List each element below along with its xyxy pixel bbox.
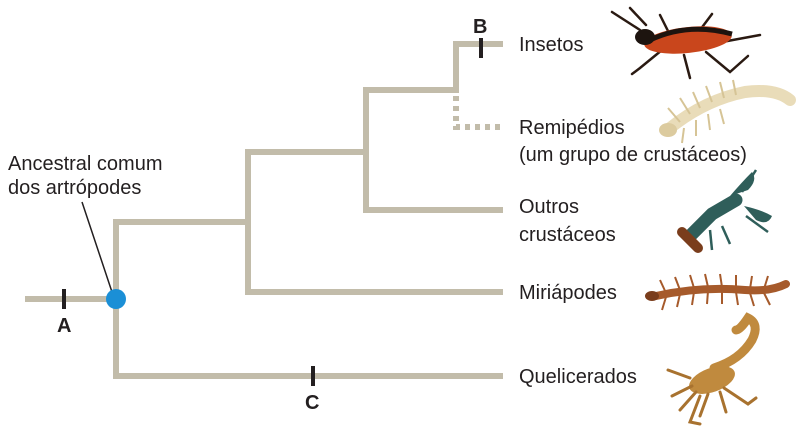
taxon-outros-line2: crustáceos: [519, 224, 616, 246]
ancestor-label-line2: dos artrópodes: [8, 177, 141, 199]
insect-icon: [610, 6, 762, 80]
taxon-remipedios-subtitle: (um grupo de crustáceos): [519, 144, 747, 166]
taxon-outros: Outros: [519, 196, 579, 218]
lobster-icon: [677, 169, 772, 253]
ancestor-label-line1: Ancestral comum: [8, 153, 163, 175]
marker-a: A: [57, 315, 71, 337]
taxon-quelicerados: Quelicerados: [519, 366, 637, 388]
taxon-miriapodes: Miriápodes: [519, 282, 617, 304]
taxon-remipedios: Remipédios: [519, 117, 625, 139]
ancestor-node: [106, 289, 126, 309]
tree-branches: [25, 41, 505, 379]
remipede-branch: [453, 96, 505, 130]
marker-b: B: [473, 16, 487, 38]
marker-c: C: [305, 392, 319, 414]
ancestor-pointer: [81, 201, 114, 296]
remipede-icon: [659, 79, 796, 144]
centipede-icon: [645, 273, 790, 311]
scorpion-icon: [666, 312, 760, 426]
taxon-insetos: Insetos: [519, 34, 583, 56]
